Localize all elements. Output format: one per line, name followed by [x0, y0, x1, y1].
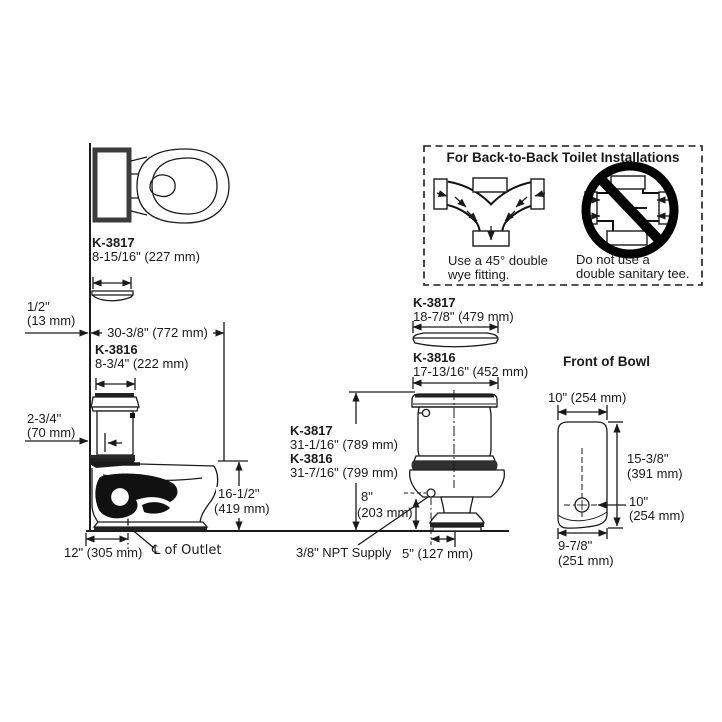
front-of-bowl-title: Front of Bowl — [563, 354, 650, 369]
fb-bottom-width-inch-label: 9-7/8" — [558, 538, 593, 553]
top-view-model-label: K-3817 — [92, 235, 135, 250]
setback-mm-label: (70 mm) — [27, 425, 76, 440]
front-tank-model-label: K-3816 — [413, 350, 456, 365]
seat-lid-profile-left — [91, 277, 134, 302]
back-to-back-title: For Back-to-Back Toilet Installations — [446, 150, 680, 165]
setback-inch-label: 2-3/4" — [27, 411, 62, 426]
outlet-centerline-label: ℄ of Outlet — [152, 543, 222, 558]
tank-depth-dim — [95, 378, 136, 390]
tee-caption-line1: Do not use a — [576, 252, 650, 267]
height-model-2-label: K-3816 — [290, 451, 333, 466]
wall-gap-mm-label: (13 mm) — [27, 313, 76, 328]
wye-fitting-drawing — [433, 177, 546, 247]
rough-in-label: 12" (305 mm) — [64, 545, 143, 560]
fb-outlet-inch-label: 10" — [629, 494, 649, 509]
height-1-label: 31-1/16" (789 mm) — [290, 437, 398, 452]
wall-gap-leader — [25, 329, 89, 445]
front-tank-width-label: 17-13/16" (452 mm) — [413, 364, 529, 379]
fb-outlet-mm-label: (254 mm) — [629, 508, 685, 523]
front-lid-model-label: K-3817 — [413, 295, 456, 310]
side-view-model-label: K-3816 — [95, 342, 138, 357]
prohibited-icon — [581, 161, 679, 259]
supply-dims — [357, 488, 456, 547]
tee-caption-line2: double sanitary tee. — [576, 266, 690, 281]
supply-height-mm-label: (203 mm) — [357, 505, 413, 520]
rim-height-inch-label: 16-1/2" — [216, 486, 262, 502]
overall-height-dim — [349, 391, 415, 531]
side-view-drawing — [90, 393, 219, 531]
base-offset-label: 5" (127 mm) — [402, 546, 474, 561]
front-lid-width-label: 18-7/8" (479 mm) — [413, 309, 514, 324]
rim-height-mm-label: (419 mm) — [212, 501, 272, 517]
top-view-lid-width-label: 8-15/16" (227 mm) — [92, 249, 200, 264]
overall-depth-label: 30-3/8" (772 mm) — [107, 325, 208, 340]
tank-depth-label: 8-3/4" (222 mm) — [95, 356, 189, 371]
height-model-1-label: K-3817 — [290, 423, 333, 438]
height-2-label: 31-7/16" (799 mm) — [290, 465, 398, 480]
top-view-drawing — [92, 147, 230, 224]
front-of-bowl-drawing — [557, 405, 626, 539]
lid-width-dims — [412, 321, 499, 389]
supply-height-inch-label: 8" — [361, 489, 373, 504]
fb-bottom-width-mm-label: (251 mm) — [558, 553, 614, 568]
npt-supply-label: 3/8" NPT Supply — [296, 545, 392, 560]
rough-in-dim — [85, 504, 155, 549]
front-view-drawing — [408, 390, 506, 532]
wye-caption-line1: Use a 45° double — [448, 253, 548, 268]
overall-depth-dim — [90, 322, 248, 462]
wall-gap-inch-label: 1/2" — [27, 299, 50, 314]
setback-indicator — [104, 433, 122, 452]
fb-top-width-label: 10" (254 mm) — [548, 390, 627, 405]
fb-height-mm-label: (391 mm) — [627, 466, 683, 481]
wye-caption-line2: wye fitting. — [448, 267, 510, 282]
fb-height-inch-label: 15-3/8" — [627, 451, 669, 466]
